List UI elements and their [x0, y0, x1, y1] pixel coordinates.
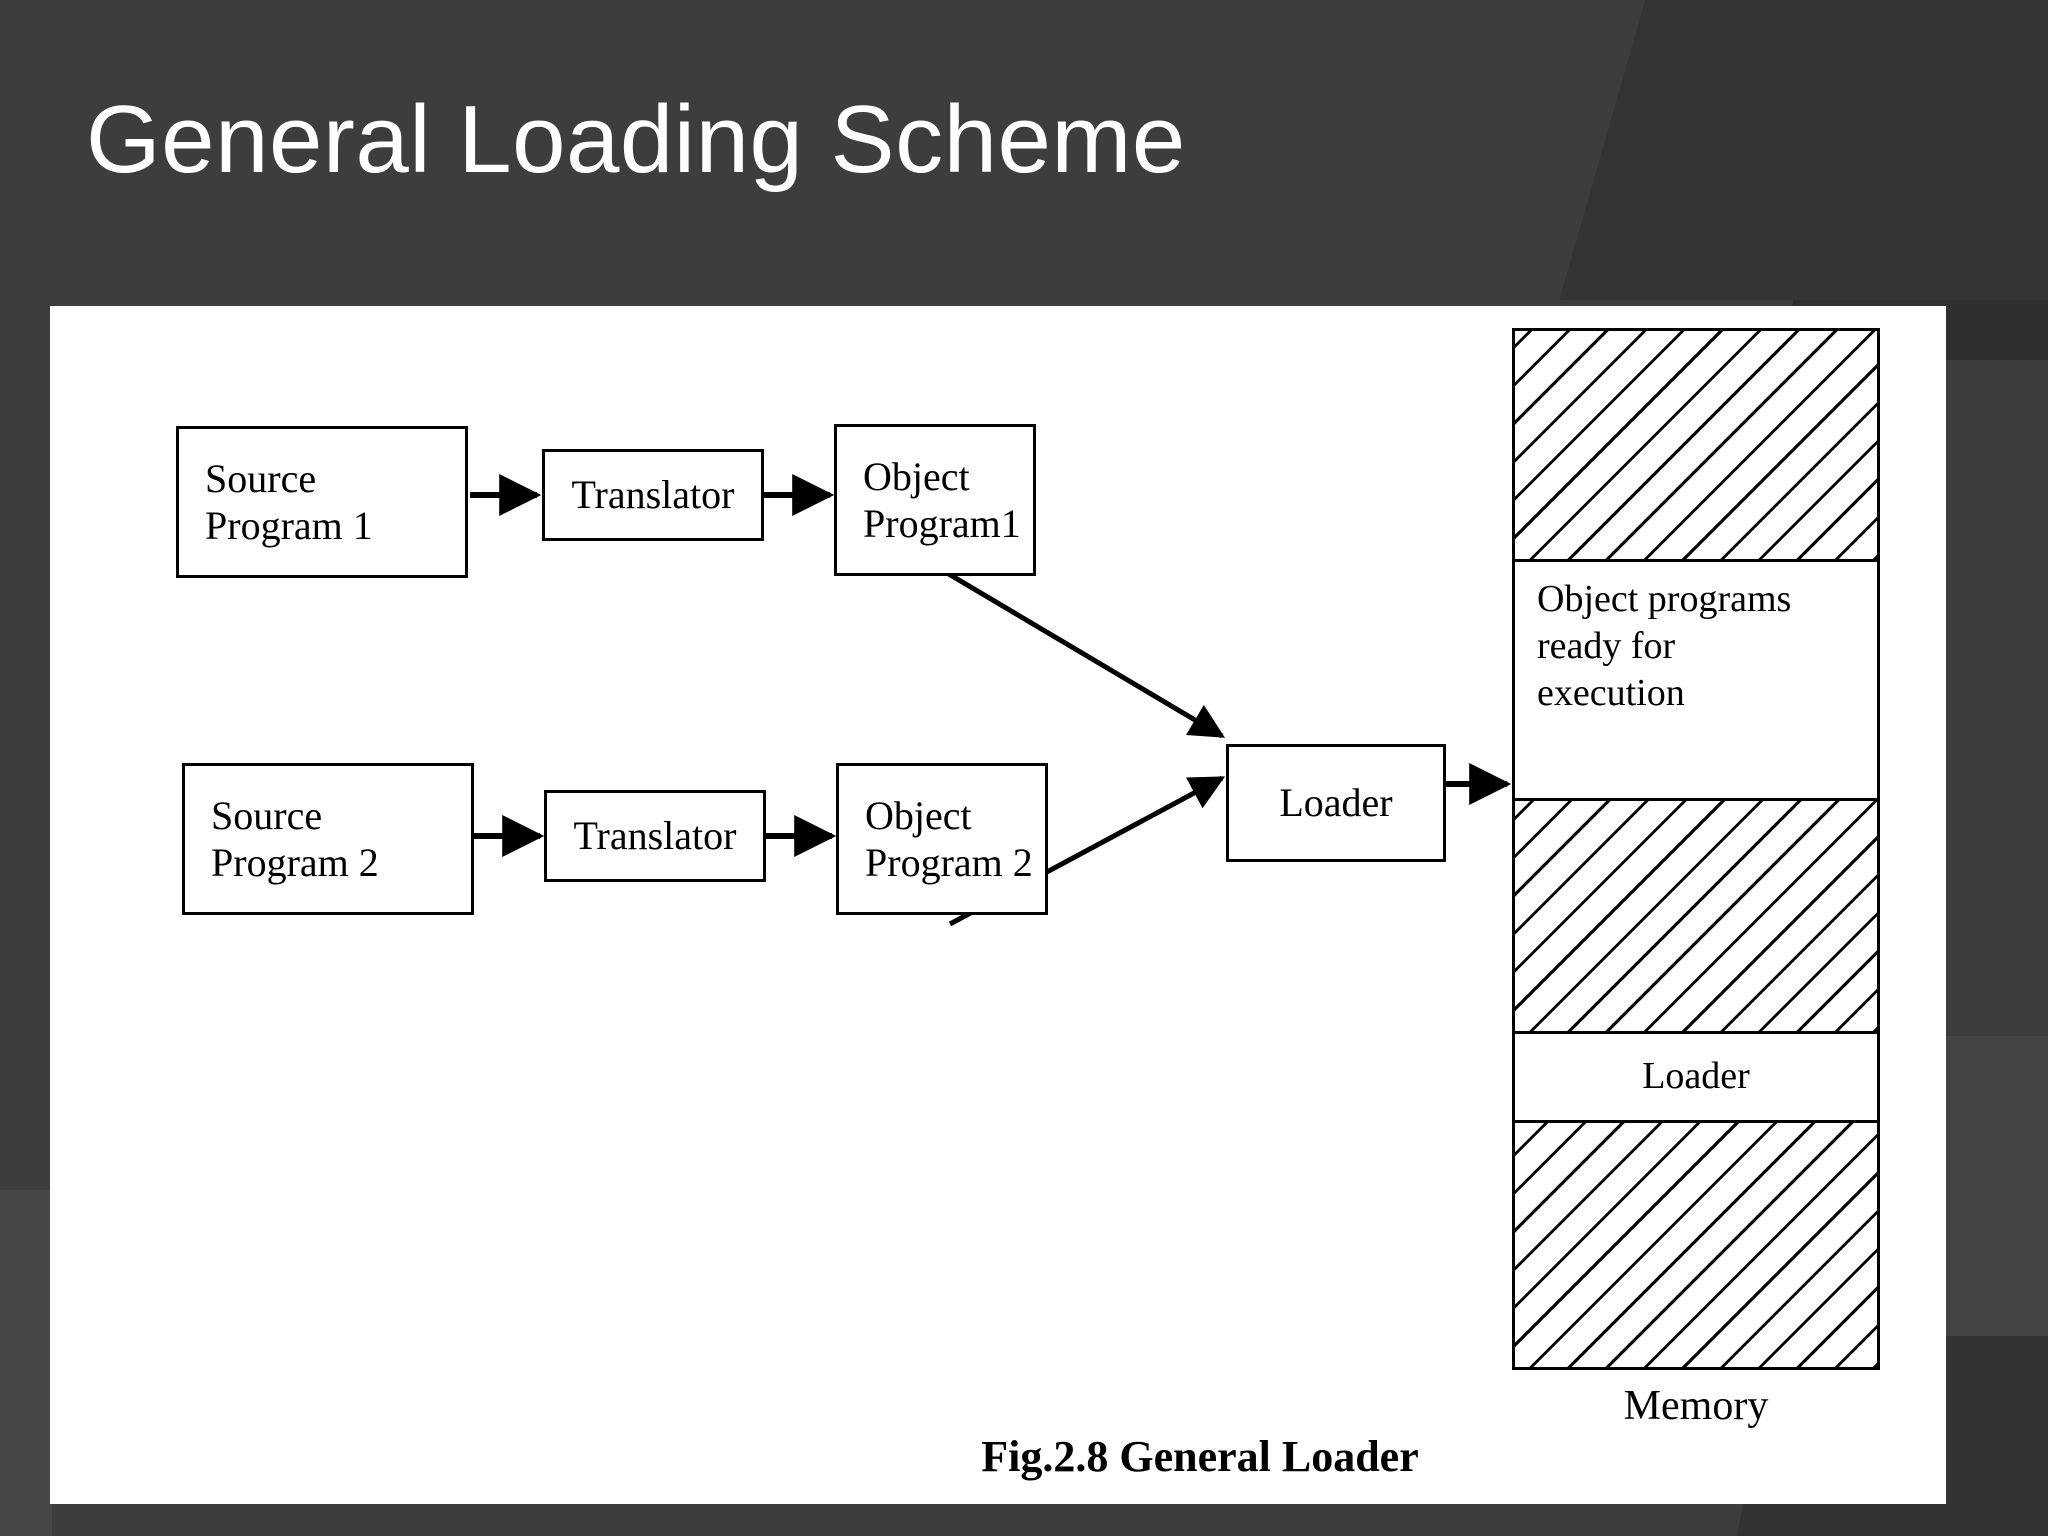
arrow-object1-to-loader	[940, 567, 1226, 739]
memory-divider	[1515, 798, 1877, 801]
box-object-program-1[interactable]: Object Program1	[834, 424, 1036, 576]
box-source-program-1[interactable]: Source Program 1	[176, 426, 468, 578]
memory-object-programs-line2: ready for	[1537, 625, 1676, 668]
page-title: General Loading Scheme	[86, 86, 1186, 193]
box-loader-label: Loader	[1279, 780, 1393, 826]
box-object-program-2-line2: Program 2	[865, 840, 1033, 885]
box-translator-2-label: Translator	[573, 813, 737, 859]
memory-column: Object programs ready for execution Load…	[1512, 328, 1880, 1370]
memory-object-programs-line1: Object programs	[1537, 578, 1792, 620]
box-translator-1-label: Translator	[571, 472, 735, 518]
background-accent-strip	[0, 1190, 52, 1536]
figure-caption: Fig.2.8 General Loader	[981, 1432, 1419, 1481]
memory-loader-label: Loader	[1642, 1055, 1750, 1098]
memory-segment-free-middle	[1515, 801, 1877, 1031]
box-loader[interactable]: Loader	[1226, 744, 1446, 862]
box-object-program-2-line1: Object	[865, 792, 972, 838]
memory-divider	[1515, 1031, 1877, 1034]
memory-segment-free-bottom	[1515, 1123, 1877, 1367]
box-source-program-1-line2: Program 1	[205, 503, 373, 548]
memory-label: Memory	[1623, 1383, 1769, 1429]
box-source-program-2-line2: Program 2	[211, 840, 379, 885]
box-source-program-2-line1: Source	[211, 792, 323, 838]
box-object-program-1-line1: Object	[863, 453, 970, 499]
box-source-program-2[interactable]: Source Program 2	[182, 763, 474, 915]
memory-divider	[1515, 1120, 1877, 1123]
memory-segment-loader: Loader	[1515, 1034, 1877, 1120]
memory-segment-object-programs: Object programs ready for execution	[1515, 562, 1877, 798]
memory-object-programs-line3: execution	[1537, 672, 1685, 715]
memory-divider	[1515, 559, 1877, 562]
box-translator-1[interactable]: Translator	[542, 449, 764, 541]
box-object-program-1-line2: Program1	[863, 501, 1021, 546]
memory-segment-free-top	[1515, 331, 1877, 559]
figure-panel: Source Program 1 Translator Object Progr…	[50, 306, 1946, 1504]
figure-canvas: Source Program 1 Translator Object Progr…	[50, 306, 1946, 1504]
box-source-program-1-line1: Source	[205, 455, 317, 501]
box-object-program-2[interactable]: Object Program 2	[836, 763, 1048, 915]
box-translator-2[interactable]: Translator	[544, 790, 766, 882]
